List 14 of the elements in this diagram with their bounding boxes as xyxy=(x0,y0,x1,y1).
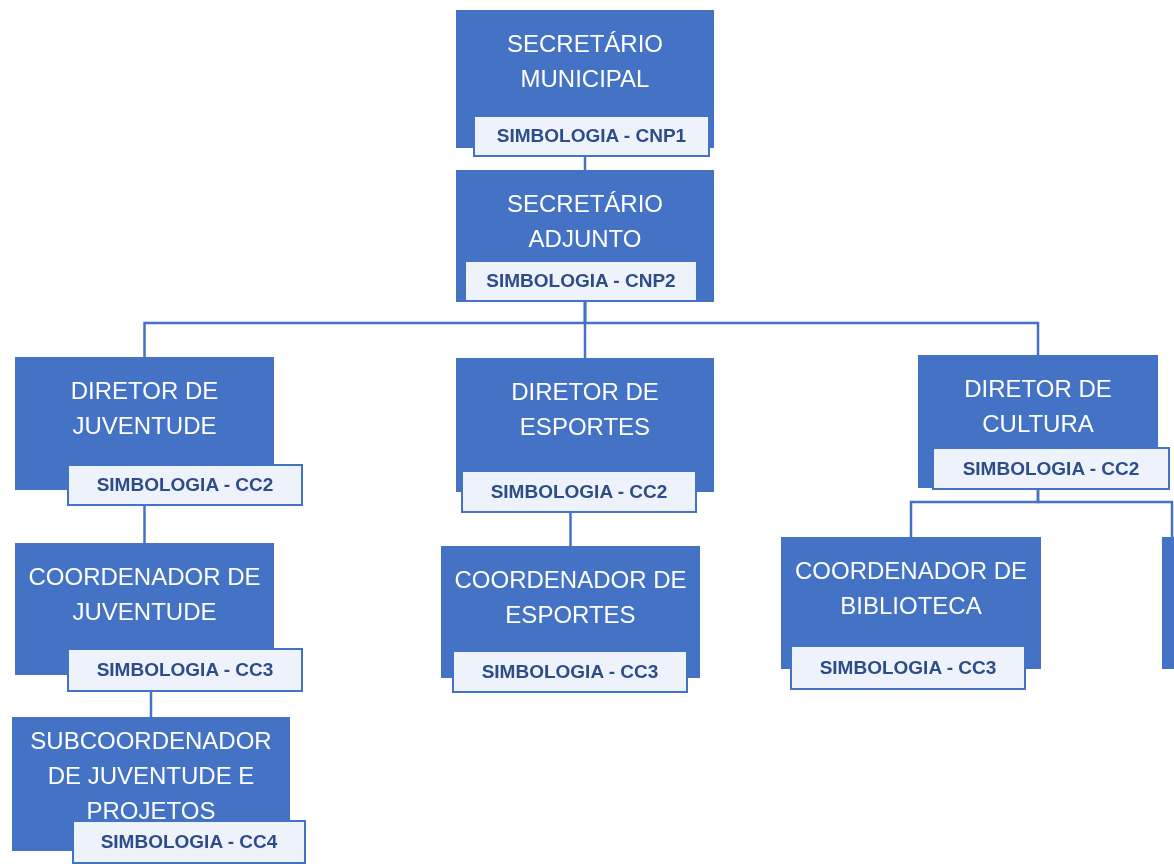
code-label: SIMBOLOGIA - CNP1 xyxy=(473,115,710,157)
code-label: SIMBOLOGIA - CC2 xyxy=(932,447,1170,490)
connector-line xyxy=(1036,490,1174,537)
code-label: SIMBOLOGIA - CC2 xyxy=(67,464,303,506)
connector-line xyxy=(143,506,146,543)
code-label: SIMBOLOGIA - CC4 xyxy=(72,820,306,864)
code-label: SIMBOLOGIA - CC3 xyxy=(452,650,688,693)
code-label: SIMBOLOGIA - CC2 xyxy=(461,470,697,513)
connector-line xyxy=(569,513,572,546)
code-label: SIMBOLOGIA - CNP2 xyxy=(464,260,698,302)
connector-line xyxy=(583,302,1040,355)
code-label: SIMBOLOGIA - CC3 xyxy=(67,648,303,692)
code-label: SIMBOLOGIA - CC3 xyxy=(790,645,1026,690)
connector-line xyxy=(149,692,153,717)
